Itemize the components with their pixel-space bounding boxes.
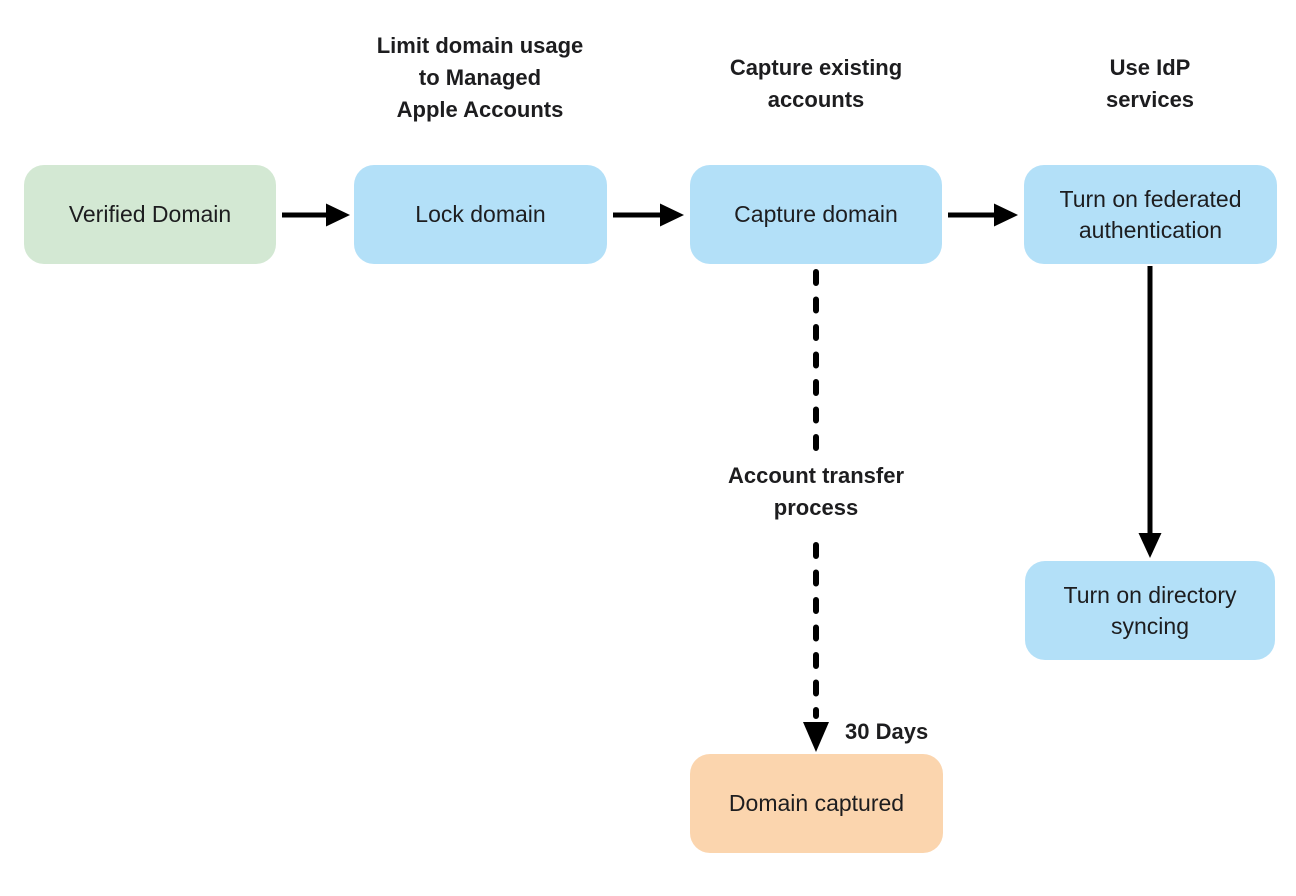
- arrow-verified-to-lock: [282, 203, 350, 227]
- node-lock-domain: Lock domain: [354, 165, 607, 264]
- idp-services-annotation: Use IdP services: [1105, 55, 1195, 112]
- account-transfer-annotation: Account transfer process: [727, 463, 905, 520]
- arrow-lock-to-capture: [613, 203, 684, 227]
- arrow-capture-to-federated: [948, 203, 1018, 227]
- capture-domain-annotation: Capture existing accounts: [729, 55, 903, 112]
- node-domain-captured: Domain captured: [690, 754, 943, 853]
- node-capture-domain: Capture domain: [690, 165, 942, 264]
- lock-domain-annotation: Limit domain usage to Managed Apple Acco…: [376, 33, 584, 122]
- node-federated-authentication: Turn on federated authentication: [1024, 165, 1277, 264]
- duration-annotation: 30 Days: [845, 719, 929, 744]
- node-directory-syncing: Turn on directory syncing: [1025, 561, 1275, 660]
- dashed-arrow-capture-to-captured: [803, 269, 829, 752]
- node-verified-domain: Verified Domain: [24, 165, 276, 264]
- arrow-federated-to-directory: [1138, 266, 1162, 558]
